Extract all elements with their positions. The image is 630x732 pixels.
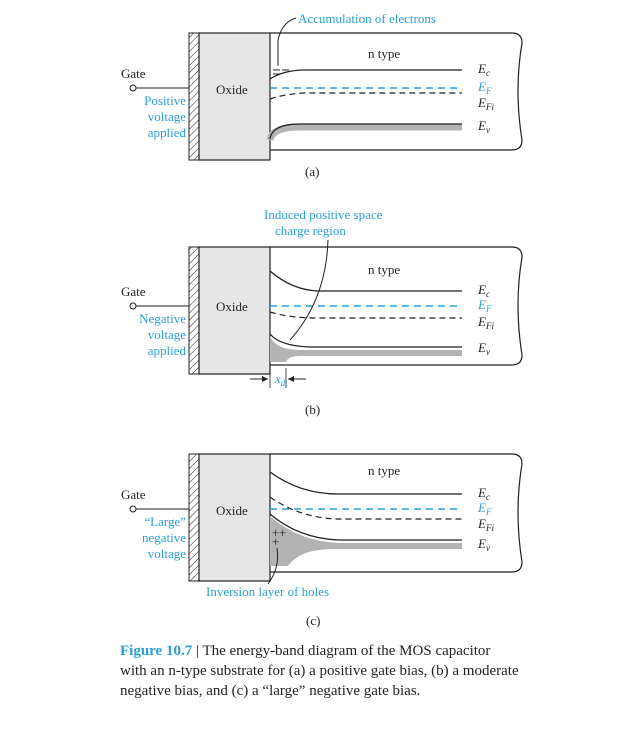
voltage-label-b-2: voltage: [148, 327, 186, 342]
gate-metal-a: [188, 32, 200, 161]
ef-label-a: EF: [477, 79, 492, 96]
ef-label-c: EF: [477, 500, 492, 517]
depletion-arrowhead-left: [262, 376, 268, 382]
hole-plus-1: +: [272, 525, 279, 540]
voltage-label-c-3: voltage: [148, 546, 186, 561]
voltage-label-a-3: applied: [148, 125, 187, 140]
valence-band-shade-b: [270, 336, 462, 362]
intrinsic-level-efi-c: [269, 496, 462, 520]
oxide-label-b: Oxide: [216, 299, 248, 314]
conduction-band-ec-c: [269, 471, 462, 495]
panel-c: Oxide n type Gate “Large” negative volta…: [121, 453, 523, 628]
panel-tag-b: (b): [305, 402, 320, 417]
intrinsic-level-efi-b: [269, 311, 462, 319]
gate-terminal-c: [129, 505, 137, 513]
conduction-band-ec-a: [269, 69, 462, 80]
hole-plus-3: +: [272, 534, 279, 549]
hole-plus-2: +: [279, 525, 286, 540]
depletion-width-label: xd: [274, 371, 286, 388]
valence-band-shade-a: [266, 123, 462, 141]
panel-b: Oxide n type Gate Negative voltage appli…: [121, 207, 523, 417]
annotation-b-1: Induced positive space: [264, 207, 383, 222]
ntype-label-a: n type: [368, 46, 400, 61]
valence-band-ev-a: [269, 123, 462, 140]
efi-label-c: EFi: [477, 516, 494, 533]
intrinsic-level-efi-a: [269, 92, 462, 100]
ev-label-c: Ev: [477, 536, 490, 553]
mos-band-diagram-figure: Oxide n type Gate Positive voltage appli…: [121, 11, 523, 628]
annotation-pointer-c: [267, 547, 279, 585]
gate-metal-c: [188, 453, 200, 582]
gate-label-a: Gate: [121, 66, 146, 81]
valence-band-ev-c: [269, 513, 462, 541]
caption-separator: |: [192, 643, 203, 659]
annotation-b-2: charge region: [275, 223, 346, 238]
ec-label-c: Ec: [477, 485, 490, 502]
panel-tag-c: (c): [306, 613, 320, 628]
voltage-label-c-1: “Large”: [144, 514, 186, 529]
ev-label-a: Ev: [477, 118, 490, 135]
efi-label-b: EFi: [477, 314, 494, 331]
valence-band-ev-b: [269, 333, 462, 348]
voltage-label-c-2: negative: [142, 530, 186, 545]
ev-label-b: Ev: [477, 340, 490, 357]
voltage-label-b-1: Negative: [139, 311, 186, 326]
annotation-pointer-a: [277, 17, 297, 66]
voltage-label-b-3: applied: [148, 343, 187, 358]
ntype-label-b: n type: [368, 262, 400, 277]
annotation-pointer-b: [289, 239, 329, 341]
annotation-a: Accumulation of electrons: [298, 11, 436, 26]
panel-tag-a: (a): [305, 164, 319, 179]
annotation-c: Inversion layer of holes: [206, 584, 329, 599]
gate-terminal-a: [129, 84, 137, 92]
semiconductor-outline-c: [270, 453, 523, 573]
semiconductor-outline-b: [270, 246, 523, 366]
oxide-layer-b: [198, 246, 271, 375]
oxide-layer-a: [198, 32, 271, 161]
panel-a: Oxide n type Gate Positive voltage appli…: [121, 11, 523, 179]
oxide-layer-c: [198, 453, 271, 582]
figure-number: Figure 10.7: [120, 643, 193, 659]
ntype-label-c: n type: [368, 463, 400, 478]
figure-caption: Figure 10.7 | The energy-band diagram of…: [120, 641, 520, 701]
gate-metal-b: [188, 246, 200, 375]
caption-text: The energy-band diagram of the MOS capac…: [120, 643, 519, 699]
valence-band-shade-c: [270, 516, 462, 566]
ec-label-b: Ec: [477, 282, 490, 299]
gate-label-b: Gate: [121, 284, 146, 299]
semiconductor-outline-a: [270, 32, 523, 151]
voltage-label-a-2: voltage: [148, 109, 186, 124]
gate-label-c: Gate: [121, 487, 146, 502]
conduction-band-ec-b: [269, 270, 462, 292]
efi-label-a: EFi: [477, 95, 494, 112]
oxide-label-a: Oxide: [216, 82, 248, 97]
oxide-label-c: Oxide: [216, 503, 248, 518]
voltage-label-a-1: Positive: [144, 93, 186, 108]
gate-terminal-b: [129, 302, 137, 310]
ef-label-b: EF: [477, 297, 492, 314]
depletion-arrowhead-right: [288, 376, 294, 382]
ec-label-a: Ec: [477, 61, 490, 78]
